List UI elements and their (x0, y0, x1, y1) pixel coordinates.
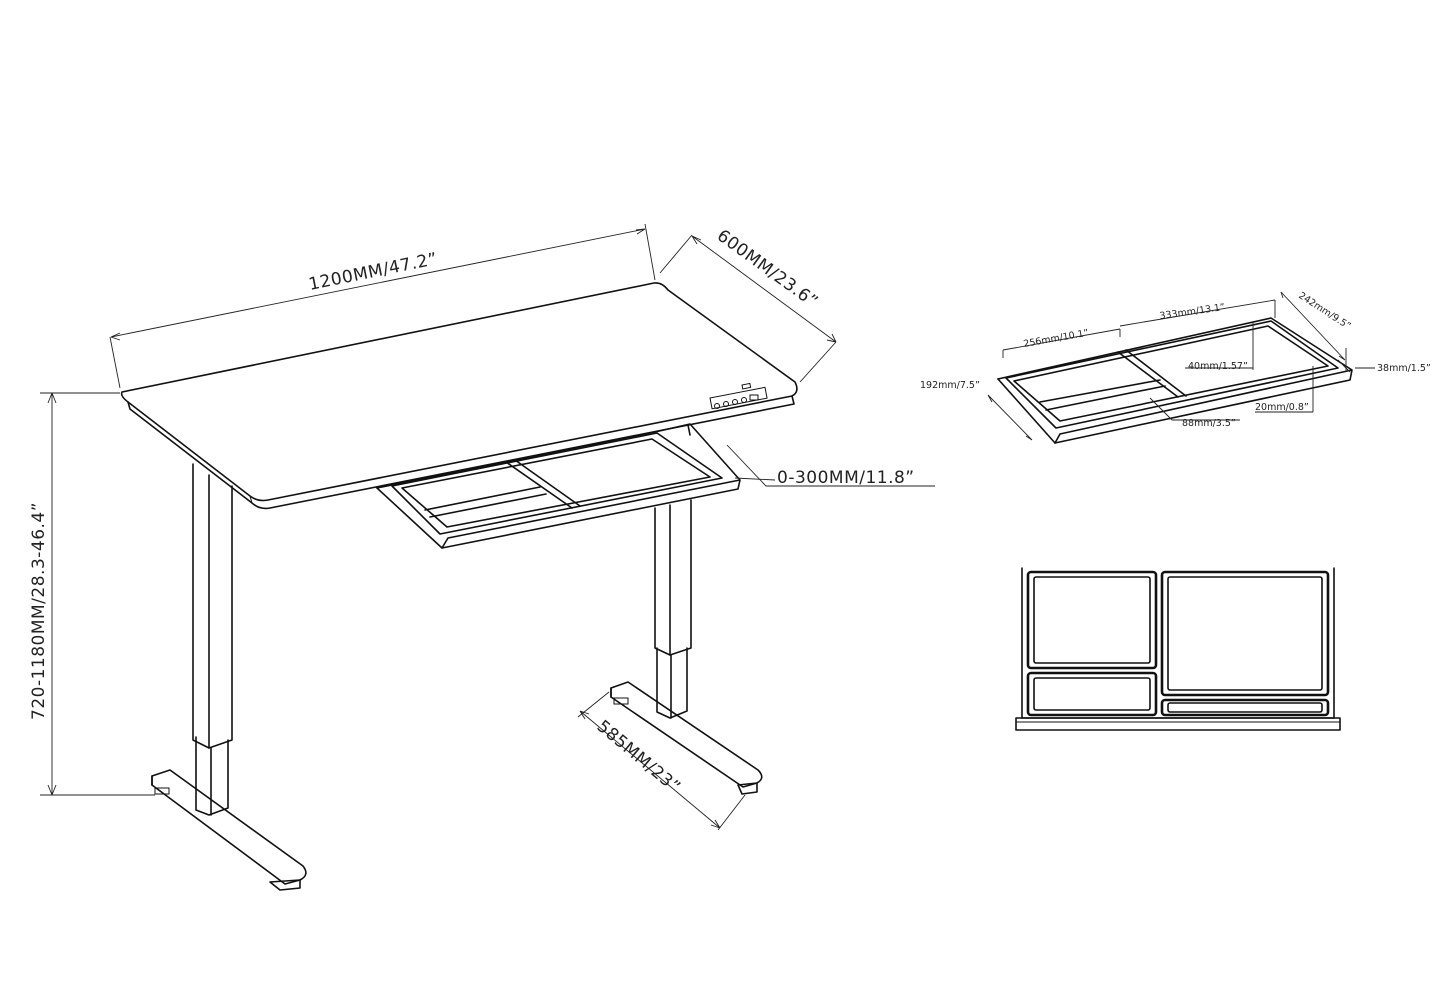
desk-drawer (376, 423, 741, 549)
drawer-divider-height-label: 40mm/1.57” (1188, 361, 1248, 372)
dim-line-width (110, 228, 646, 341)
right-leg (610, 499, 763, 795)
desk-depth-label: 600MM/23.6” (713, 226, 822, 313)
drawer-top-view (1015, 567, 1341, 731)
foot-length-label: 585MM/23” (593, 717, 684, 798)
desk-width-label: 1200MM/47.2” (307, 249, 439, 295)
drawer-bottom-height-label: 20mm/0.8” (1255, 402, 1309, 413)
desk-height-label: 720-1180MM/28.3-46.4” (29, 502, 49, 720)
drawer-travel-label: 0-300MM/11.8” (777, 468, 915, 488)
drawer-front-depth-label: 192mm/7.5” (920, 380, 980, 391)
drawer-length-label: 333mm/13.1” (1159, 302, 1226, 322)
desk-illustration (40, 223, 837, 891)
drawer-depth-label: 242mm/9.5” (1296, 290, 1352, 332)
drawer-side-height-label: 38mm/1.5” (1377, 363, 1431, 374)
drawer-dimension-lines (987, 291, 1375, 441)
dim-line-height (47, 392, 57, 796)
drawer-small-compartment-label: 88mm/3.5” (1182, 418, 1236, 429)
left-leg (151, 463, 307, 891)
dim-line-depth (691, 235, 837, 343)
dim-line-drawer-travel (726, 444, 935, 487)
drawer-left-compartment-label: 256mm/10.1” (1023, 328, 1090, 350)
drawer-isometric-detail (997, 317, 1353, 444)
dim-line-foot (579, 710, 721, 829)
